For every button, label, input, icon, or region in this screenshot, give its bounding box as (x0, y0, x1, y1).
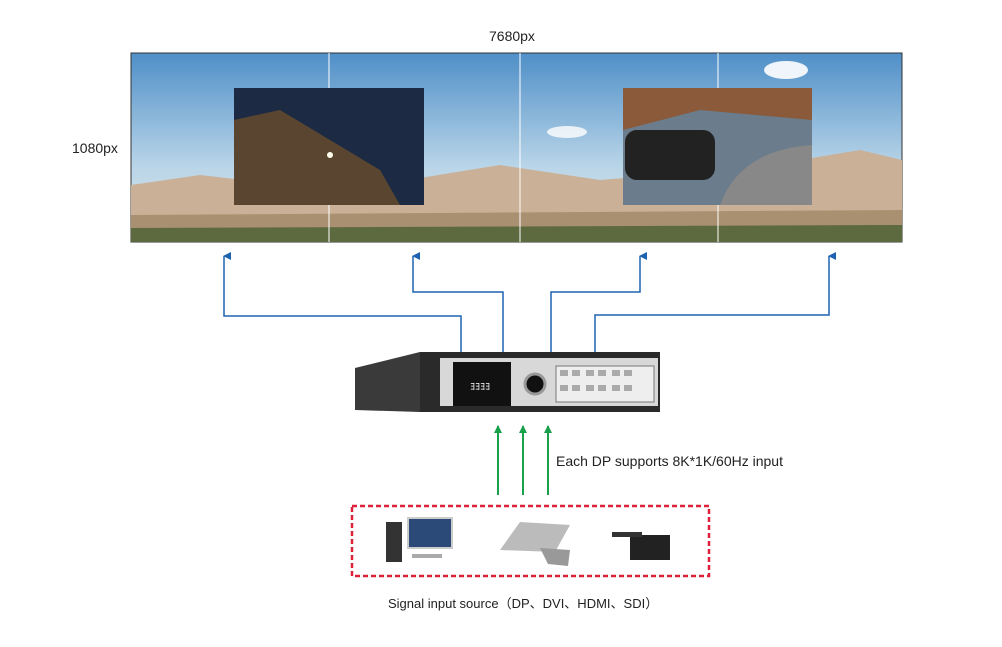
device-display: ﾖﾖﾖﾖ (470, 382, 490, 393)
input-note: Each DP supports 8K*1K/60Hz input (556, 453, 783, 469)
inset-image-village (234, 88, 424, 205)
source-caption: Signal input source（DP、DVI、HDMI、SDI） (388, 596, 659, 611)
led-screen (130, 52, 903, 243)
camcorder-icon (612, 532, 670, 560)
laptop-icon (500, 522, 570, 566)
input-arrows (494, 425, 552, 495)
width-label: 7680px (489, 28, 535, 44)
video-processor: ﾖﾖﾖﾖ (355, 352, 660, 412)
inset-image-car (623, 88, 812, 205)
desktop-computer-icon (386, 517, 453, 562)
height-label: 1080px (72, 140, 118, 156)
source-box (350, 504, 711, 578)
output-arrows (223, 252, 836, 357)
